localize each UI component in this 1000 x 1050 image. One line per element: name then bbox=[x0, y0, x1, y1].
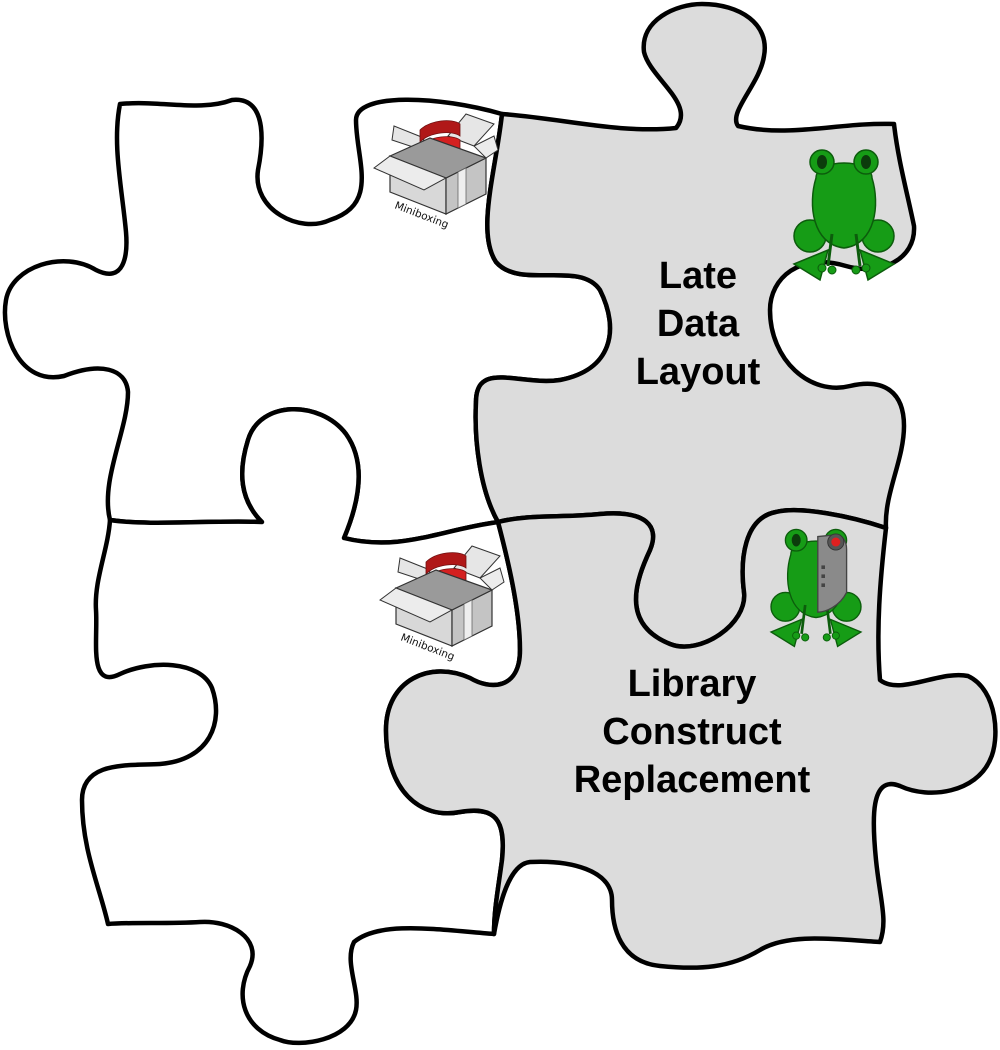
label-line: Construct bbox=[602, 711, 782, 753]
library-construct-replacement-label: Library Construct Replacement bbox=[574, 663, 811, 801]
robot-frog-icon bbox=[769, 528, 863, 648]
puzzle-piece-top-right bbox=[473, 1, 917, 649]
label-line: Library bbox=[628, 663, 757, 705]
late-data-layout-label: Late Data Layout bbox=[636, 255, 761, 393]
label-line: Replacement bbox=[574, 759, 811, 801]
label-line: Data bbox=[657, 303, 740, 345]
label-line: Late bbox=[659, 255, 737, 297]
label-line: Layout bbox=[636, 351, 761, 393]
